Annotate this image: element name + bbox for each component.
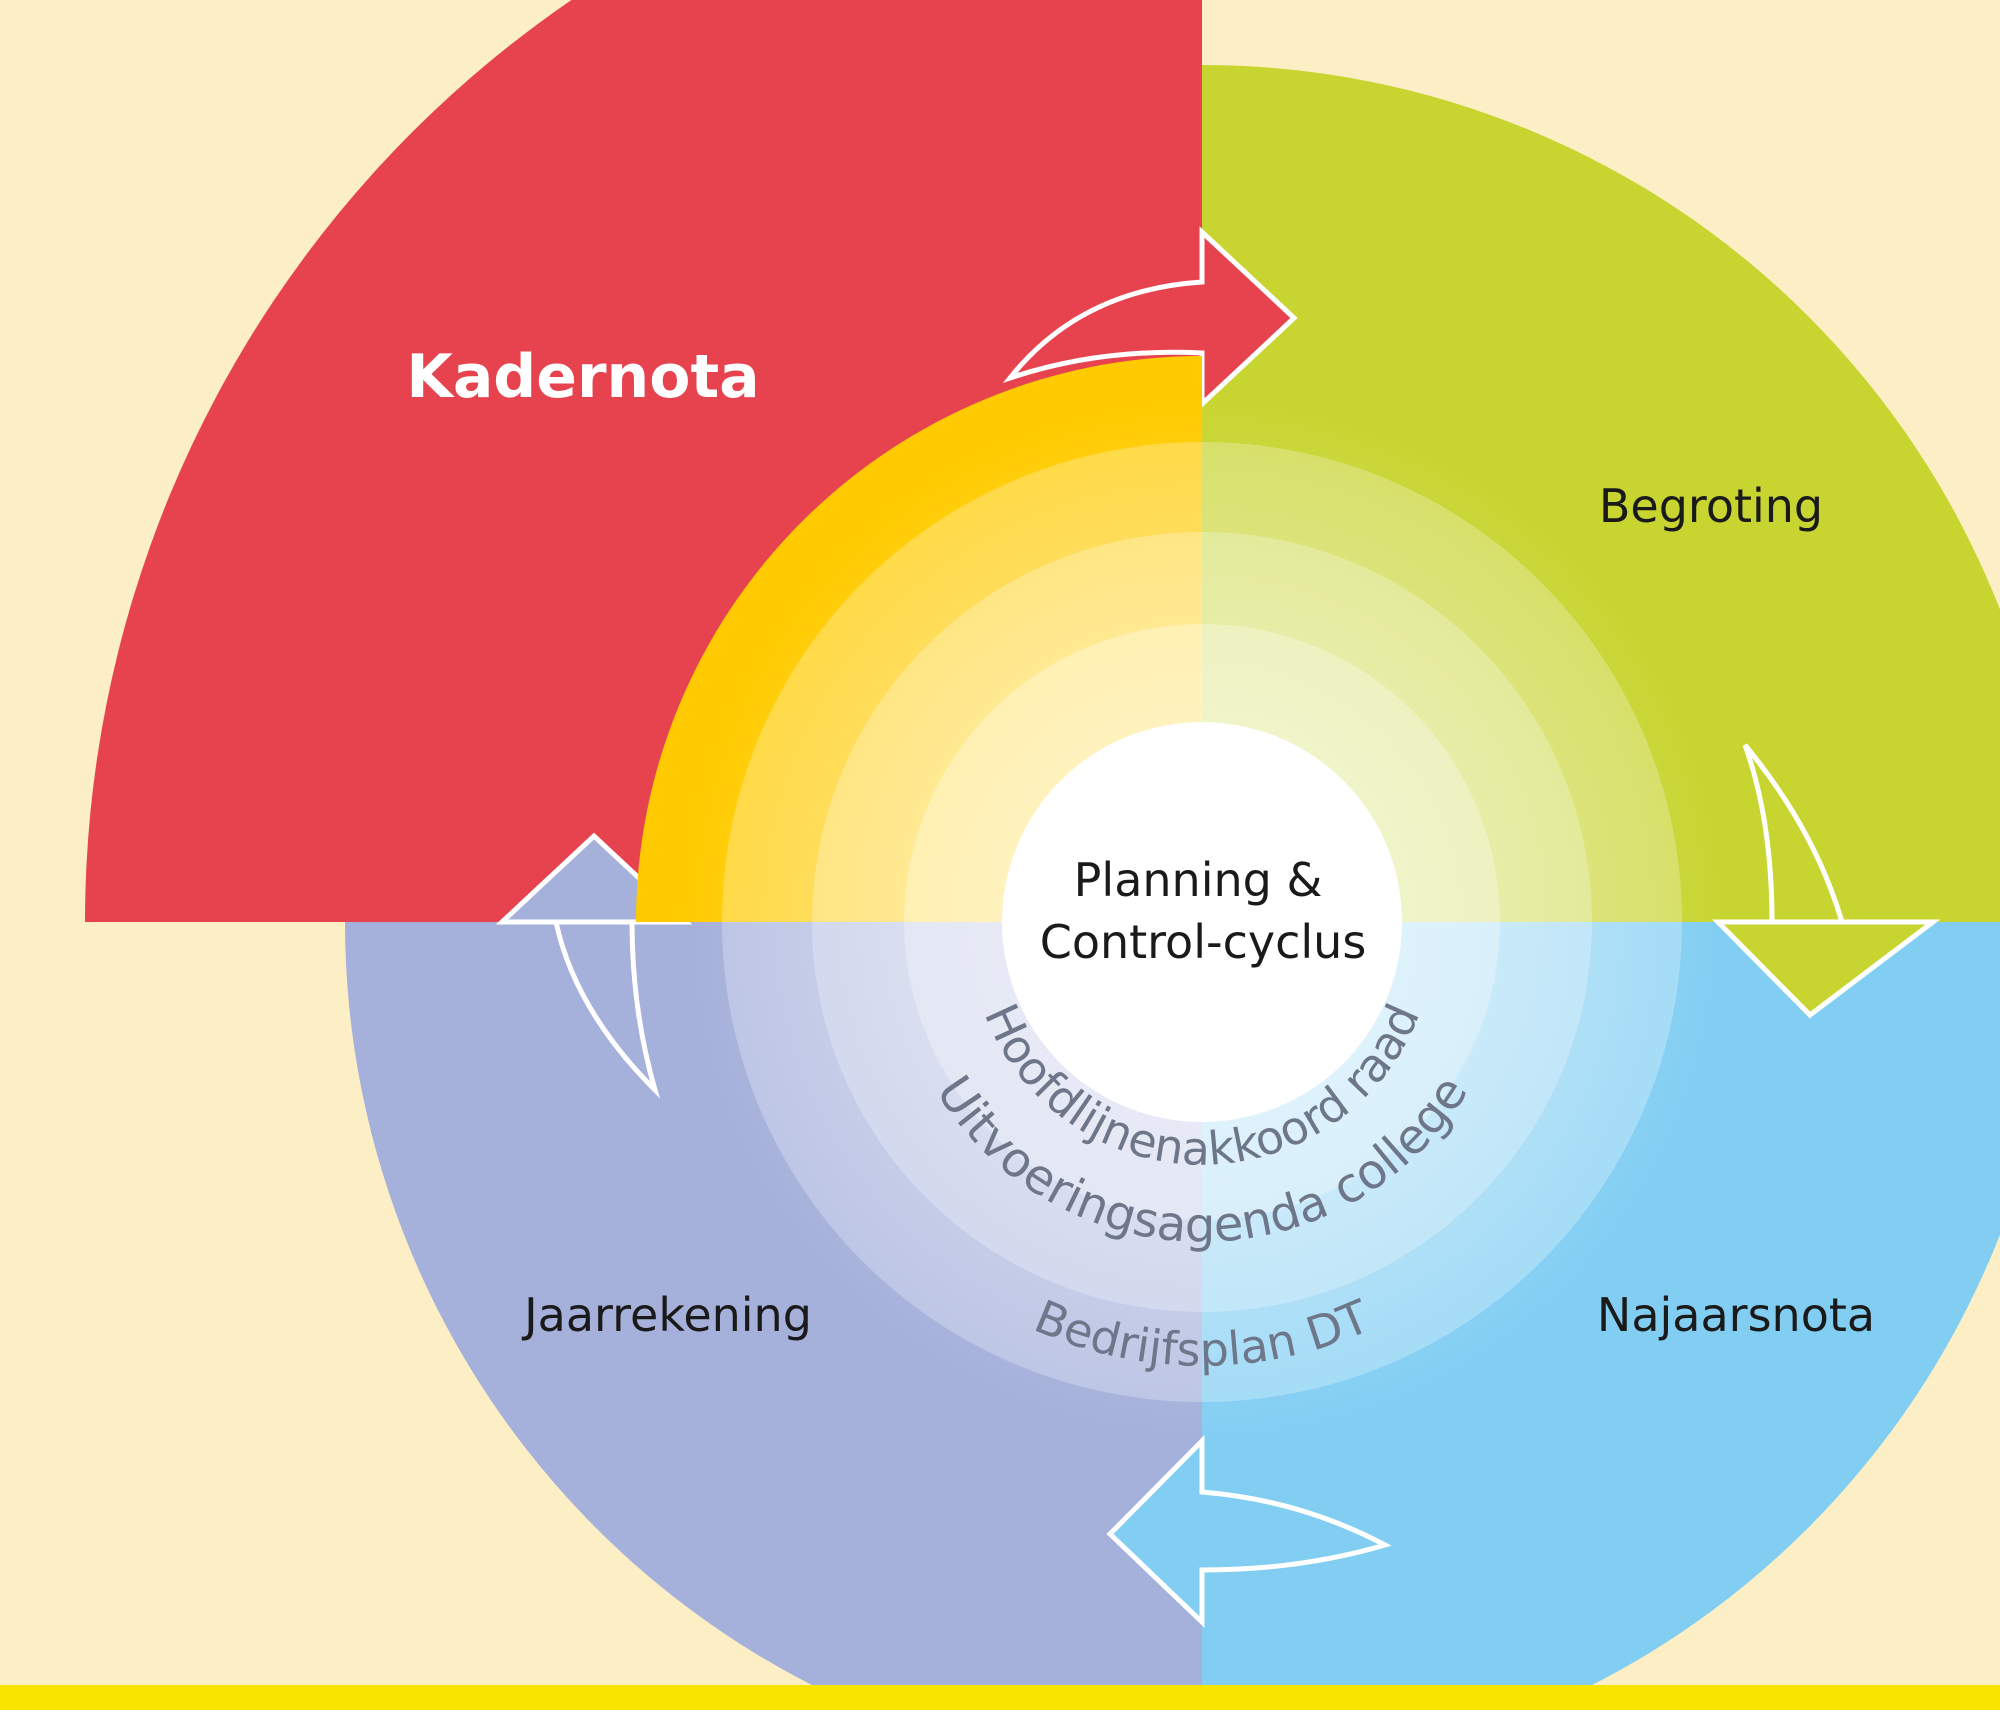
label-najaarsnota: Najaarsnota: [1597, 1288, 1875, 1342]
arrow-begroting-to-najaarsnota: [1712, 743, 1941, 1019]
center-title-line1: Planning &: [1074, 853, 1323, 907]
arrow-kadernota-to-begroting: [1002, 226, 1298, 410]
center-circle: [1002, 722, 1402, 1122]
center-title-line2: Control-cyclus: [1040, 915, 1367, 969]
label-begroting: Begroting: [1599, 479, 1823, 533]
footer-bar: [0, 1685, 2000, 1710]
label-kadernota: Kadernota: [406, 342, 759, 412]
label-jaarrekening: Jaarrekening: [521, 1288, 812, 1342]
arrow-najaarsnota-to-jaarrekening: [1106, 1434, 1392, 1628]
